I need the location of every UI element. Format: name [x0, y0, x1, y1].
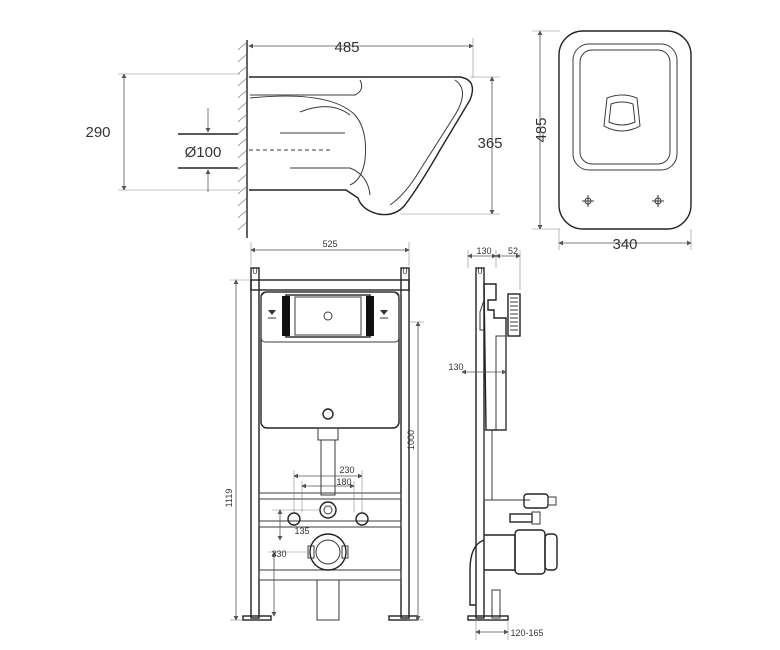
frame-mid-rail — [258, 492, 402, 500]
frame-left-upright — [250, 267, 260, 619]
dim-inlet-height-label: 135 — [294, 526, 309, 536]
cistern-top-panel — [260, 291, 400, 343]
frame-right-upright — [400, 267, 410, 619]
side-waste-bend — [469, 539, 485, 606]
side-cistern-lower — [495, 335, 507, 431]
side-flush-plate — [507, 293, 521, 337]
flush-button-hole — [323, 311, 333, 321]
cistern-outlet — [322, 408, 334, 420]
plan-fixing-hole-right — [652, 195, 664, 207]
bowl-rim-top — [250, 79, 363, 96]
wall-hatch — [237, 41, 248, 231]
flush-plate-inner — [294, 296, 362, 336]
dim-pipe-spacing-outer-label: 230 — [339, 465, 354, 475]
dim-rim-height-label: 365 — [477, 135, 502, 152]
waste-pipe-down — [316, 579, 340, 621]
fixing-bolt-left — [287, 512, 301, 526]
side-bolt — [509, 513, 533, 523]
plan-drain-inner — [608, 101, 636, 126]
plan-fixing-hole-left — [582, 195, 594, 207]
frame-lower-rail — [258, 520, 402, 528]
side-waste-connector — [514, 529, 546, 575]
dim-side-height-label: 290 — [85, 124, 110, 141]
dim-wall-depth-label: 120-165 — [510, 628, 543, 638]
cistern-arrow-left — [268, 310, 276, 315]
dim-depth-tank-label: 52 — [508, 246, 518, 256]
plan-bowl-inner — [579, 49, 671, 165]
side-waste-pipe — [484, 534, 516, 571]
side-foot-bracket — [491, 589, 501, 619]
waste-pipe-outer — [309, 533, 347, 571]
bowl-trap — [290, 167, 371, 196]
frame-side-view: 0 — [448, 246, 558, 640]
dim-frame-total-height-label: 1119 — [224, 489, 234, 508]
dim-depth-frame-label: 130 — [476, 246, 491, 256]
side-foot — [467, 615, 509, 621]
frame-front-view: 0 0 — [224, 239, 424, 621]
side-cistern-front — [479, 299, 485, 331]
dim-outlet-height-label: 330 — [271, 549, 286, 559]
side-cistern — [483, 283, 507, 431]
frame-right-mark: 0 — [402, 266, 407, 276]
toilet-plan-view: 485 340 — [532, 30, 692, 253]
flush-outlet-ring — [319, 501, 337, 519]
plan-drain-outer — [603, 94, 641, 132]
plan-outline — [558, 30, 692, 230]
flush-plate-opening — [285, 294, 371, 338]
dim-top-width-label: 485 — [334, 39, 359, 56]
side-flush-plate-ribs — [510, 297, 518, 331]
dim-frame-height-label: 1000 — [406, 430, 416, 450]
flush-bracket-right — [366, 296, 374, 336]
side-flush-pipe — [483, 429, 493, 501]
dim-plan-width-label: 340 — [612, 236, 637, 253]
flush-pipe-coupling — [317, 427, 339, 441]
side-waste-end — [544, 533, 558, 571]
waste-pipe-inner — [315, 539, 341, 565]
toilet-side-view: 485 290 Ø100 365 — [85, 38, 503, 238]
dim-depth-mid-label: 130 — [448, 362, 463, 372]
dim-plan-length-label: 485 — [533, 117, 550, 142]
bowl-inner-arc — [299, 106, 351, 116]
dim-frame-width-label: 525 — [322, 239, 337, 249]
side-flush-connector — [523, 493, 549, 509]
frame-top-rail — [250, 279, 410, 291]
frame-left-foot — [242, 615, 272, 621]
frame-left-mark: 0 — [252, 266, 257, 276]
side-flush-connector-end — [547, 496, 557, 506]
cistern-arrow-right — [380, 310, 388, 315]
plan-bowl-outer — [572, 43, 678, 171]
fixing-bolt-right — [355, 512, 369, 526]
bowl-outer-curve — [389, 79, 463, 206]
flush-pipe — [320, 439, 336, 496]
dim-pipe-diameter-label: Ø100 — [185, 144, 222, 161]
dim-pipe-spacing-inner-label: 180 — [336, 477, 351, 487]
flush-bracket-left — [282, 296, 290, 336]
bowl-outline — [249, 76, 474, 216]
side-top-mark: 0 — [477, 266, 482, 276]
frame-bottom-rail — [258, 569, 402, 581]
